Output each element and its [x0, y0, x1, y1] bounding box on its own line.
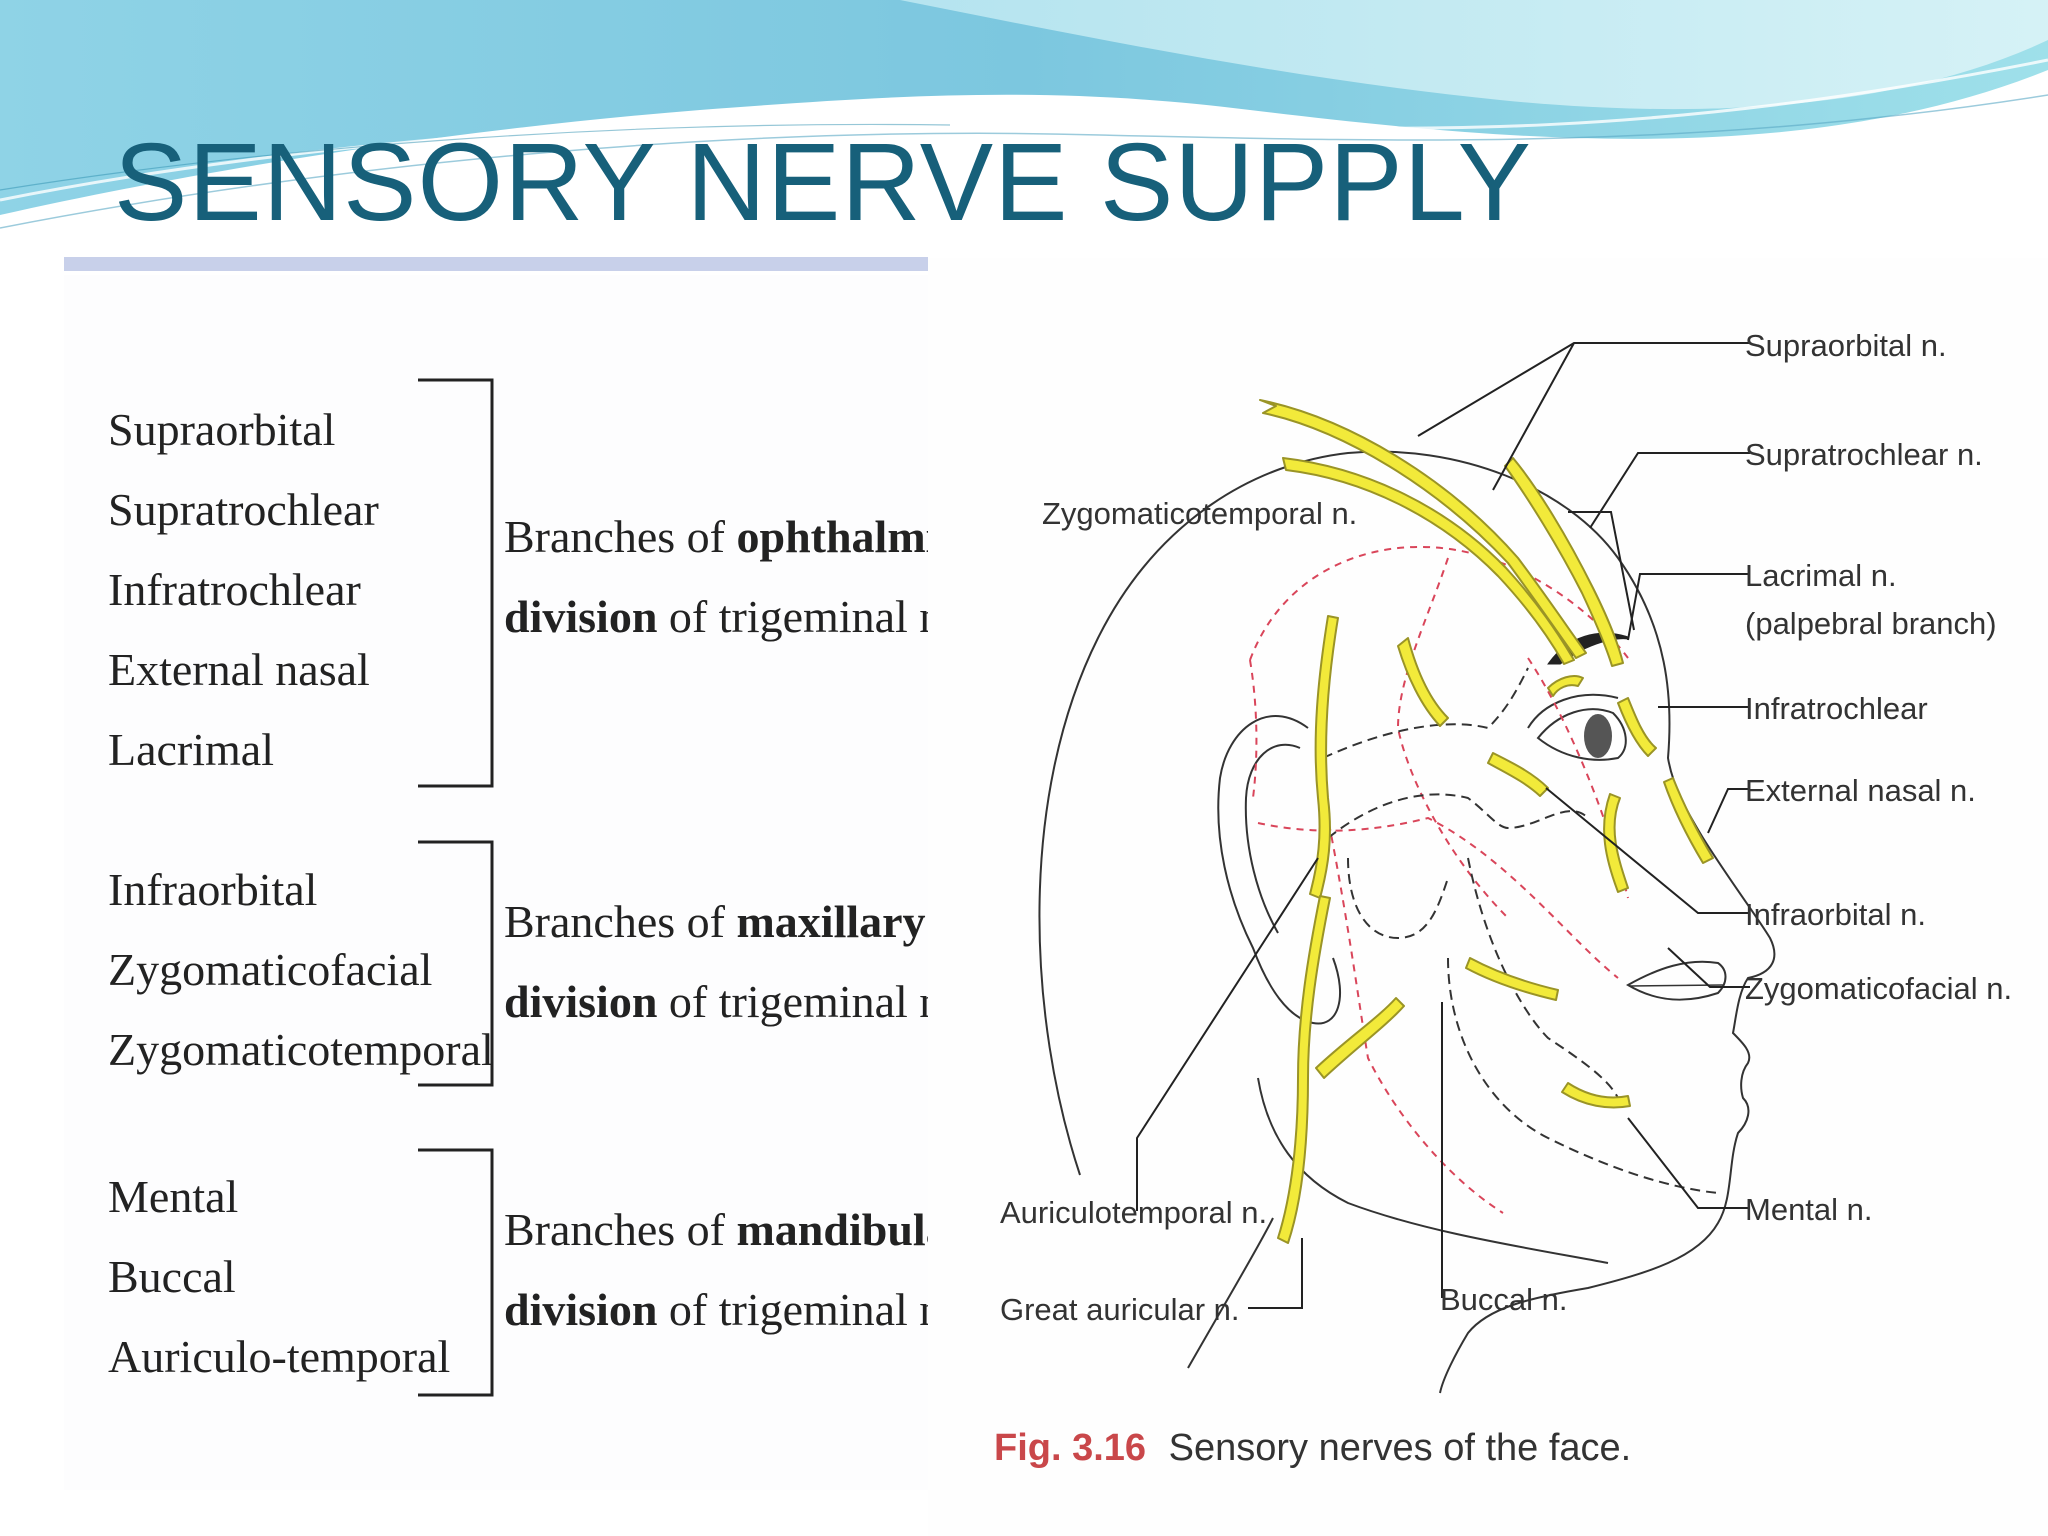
mandibular-division-name: mandibular: [736, 1204, 928, 1255]
label-auriculotemporal: Auriculotemporal n.: [1000, 1195, 1267, 1230]
slide-title: SENSORY NERVE SUPPLY: [114, 121, 1532, 244]
bracket-maxillary: [418, 840, 494, 1087]
lacrimal-nerve: [1547, 675, 1584, 697]
lips: [1626, 960, 1727, 1001]
label-external-nasal: External nasal n.: [1745, 773, 1976, 808]
branch-supratrochlear: Supratrochlear: [108, 484, 379, 535]
zygomaticofacial-nerve: [1487, 752, 1549, 797]
supraorbital-nerve-medial: [1282, 457, 1575, 665]
zygomaticotemporal-nerve: [1397, 637, 1449, 727]
great-auricular-nerve: [1277, 895, 1331, 1244]
label-lacrimal-line2: (palpebral branch): [1745, 606, 1997, 641]
great-auricular-branch: [1315, 997, 1405, 1079]
label-infraorbital: Infraorbital n.: [1745, 897, 1926, 932]
bony-landmarks: [1322, 667, 1719, 1194]
branch-external-nasal: External nasal: [108, 644, 370, 695]
maxillary-description-line2: division of trigeminal nerve: [504, 976, 928, 1027]
branch-buccal: Buccal: [108, 1251, 236, 1302]
branch-mental: Mental: [108, 1171, 238, 1222]
table-drawing: Supraorbital Supratrochlear Infratrochle…: [108, 378, 928, 1397]
mandibular-description-line2: division of trigeminal nerve: [504, 1284, 928, 1335]
label-mental: Mental n.: [1745, 1192, 1873, 1227]
label-infratrochlear: Infratrochlear: [1745, 691, 1928, 726]
label-zygomaticotemporal: Zygomaticotemporal n.: [1042, 496, 1357, 531]
maxillary-description-line1: Branches of maxillary: [504, 896, 926, 947]
mandibular-description-line1: Branches of mandibular: [504, 1204, 928, 1255]
label-buccal: Buccal n.: [1440, 1282, 1568, 1317]
ophthalmic-dermatome-boundary: [1249, 546, 1629, 919]
branch-zygomaticotemporal: Zygomaticotemporal: [108, 1024, 494, 1075]
buccal-nerve: [1465, 957, 1559, 1001]
title-underline: [64, 257, 928, 271]
branch-auriculo-temporal: Auriculo-temporal: [108, 1331, 450, 1382]
mental-nerve: [1561, 1082, 1631, 1109]
bracket-ophthalmic: [418, 378, 494, 788]
infratrochlear-nerve: [1617, 697, 1657, 757]
branch-zygomaticofacial: Zygomaticofacial: [108, 944, 432, 995]
label-zygomaticofacial: Zygomaticofacial n.: [1745, 971, 2012, 1006]
label-lacrimal-line1: Lacrimal n.: [1745, 558, 1897, 593]
maxillary-division-name: maxillary: [736, 896, 925, 947]
ear-inner-outline: [1244, 743, 1301, 934]
mandibular-dermatome-boundary: [1323, 797, 1504, 1214]
eye: [1527, 693, 1627, 761]
branch-lacrimal: Lacrimal: [108, 724, 274, 775]
head-outline: [1038, 450, 1776, 1394]
nerve-branch-table: Supraorbital Supratrochlear Infratrochle…: [64, 275, 928, 1490]
external-nasal-nerve: [1663, 777, 1714, 864]
bracket-mandibular: [418, 1148, 494, 1397]
figure-caption: Fig. 3.16 Sensory nerves of the face.: [994, 1427, 1631, 1469]
branch-infraorbital: Infraorbital: [108, 864, 317, 915]
label-supratrochlear: Supratrochlear n.: [1745, 437, 1983, 472]
face-nerve-figure: Supraorbital n. Supratrochlear n. Zygoma…: [928, 258, 2048, 1536]
label-great-auricular: Great auricular n.: [1000, 1292, 1240, 1327]
neck-back-outline: [1187, 1217, 1274, 1369]
auriculotemporal-nerve: [1309, 615, 1339, 899]
caption-figure-number: Fig. 3.16: [994, 1427, 1146, 1469]
supraorbital-nerve-lateral: [1259, 399, 1587, 659]
face-diagram: Supraorbital n. Supratrochlear n. Zygoma…: [994, 328, 2012, 1469]
caption-text: Sensory nerves of the face.: [1169, 1427, 1632, 1469]
ophthalmic-description-line2: division of trigeminal nerve: [504, 591, 928, 642]
supratrochlear-nerve: [1504, 457, 1624, 667]
branch-supraorbital: Supraorbital: [108, 404, 335, 455]
ophthalmic-division-name: ophthalmic: [736, 511, 928, 562]
label-supraorbital: Supraorbital n.: [1745, 328, 1947, 363]
ear-outline: [1217, 715, 1342, 1025]
infraorbital-nerve: [1603, 793, 1629, 893]
label-leader-lines: [1136, 342, 1750, 1309]
header-wave-decoration: [0, 0, 2048, 229]
ophthalmic-description-line1: Branches of ophthalmic: [504, 511, 928, 562]
jaw-outline: [1257, 1077, 1609, 1264]
branch-infratrochlear: Infratrochlear: [108, 564, 361, 615]
